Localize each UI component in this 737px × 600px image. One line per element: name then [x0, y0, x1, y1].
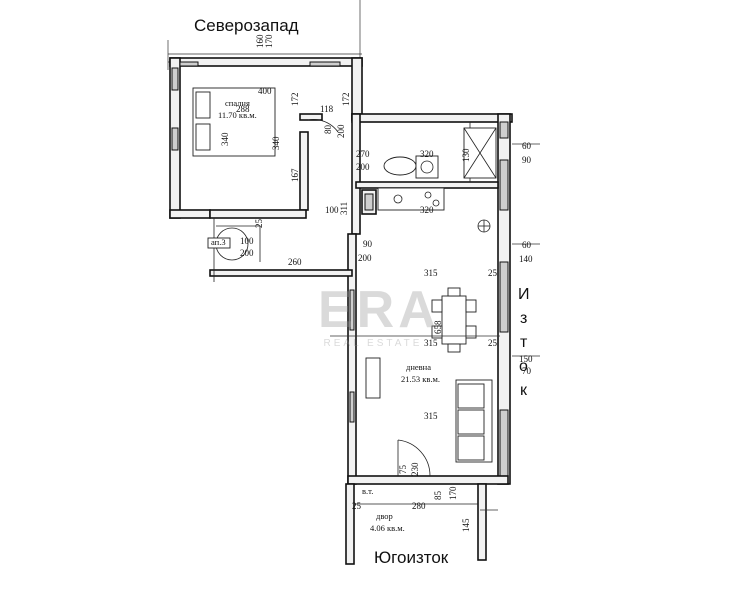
- dimension-label: 100: [325, 205, 339, 215]
- dimension-label: 270: [356, 149, 370, 159]
- living-walls: [209, 218, 509, 485]
- dimension-label: 130: [461, 148, 471, 162]
- dimension-label: 145: [461, 518, 471, 532]
- dimension-label: 260: [288, 257, 302, 267]
- watermark-logo: ERA REAL ESTATE: [318, 281, 440, 349]
- yard-area: 4.06 кв.м.: [370, 523, 405, 533]
- bedroom-name: спалня: [225, 98, 250, 108]
- dimension-label: 80: [323, 125, 333, 135]
- dimension-label: 315: [424, 338, 438, 348]
- dimension-label: 150: [519, 354, 533, 364]
- dimension-label: 170: [448, 486, 458, 500]
- dimension-label: 90: [522, 155, 532, 165]
- dimension-label: 140: [519, 254, 533, 264]
- dimension-label: 658: [433, 320, 443, 334]
- dimension-label: 25: [488, 338, 498, 348]
- dimension-label: 315: [424, 268, 438, 278]
- sofa: [455, 379, 493, 463]
- orientation-southeast-label: Югоизток: [374, 548, 449, 567]
- dimension-label: 280: [412, 501, 426, 511]
- right-dimension-lines: [330, 143, 540, 357]
- dimension-label: 320: [420, 149, 434, 159]
- yard-name: двор: [376, 511, 393, 521]
- dimension-label: 25: [254, 219, 264, 229]
- dimension-label: 25: [352, 501, 362, 511]
- orientation-east-letter: И: [518, 286, 530, 303]
- dimension-label: 200: [336, 124, 346, 138]
- dimension-label: 230: [410, 462, 420, 476]
- dimension-label: 25: [488, 268, 498, 278]
- stair-landing: [207, 225, 261, 262]
- dimension-label: 90: [363, 239, 373, 249]
- living-name: дневна: [406, 362, 431, 372]
- orientation-east-letter: о: [519, 358, 528, 375]
- dimension-label: 118: [320, 104, 334, 114]
- orientation-northwest-label: Северозапад: [194, 16, 299, 35]
- orientation-east-letter: к: [520, 382, 527, 399]
- wc-name: в.т.: [362, 486, 373, 496]
- dimension-label: 320: [420, 205, 434, 215]
- kitchen-counter: [361, 187, 491, 233]
- dimension-label: 85: [433, 491, 443, 501]
- dimension-label: 100: [240, 236, 254, 246]
- dimension-label: 340: [271, 136, 281, 150]
- living-area: 21.53 кв.м.: [401, 374, 440, 384]
- dimension-label: 315: [424, 411, 438, 421]
- watermark-tagline: REAL ESTATE: [323, 338, 423, 349]
- dimension-label: 311: [339, 202, 349, 215]
- dimension-label: 167: [290, 168, 300, 182]
- dimension-label: 200: [358, 253, 372, 263]
- bedroom-inner-walls: [209, 113, 339, 219]
- watermark-logo-text: ERA: [318, 281, 440, 339]
- dimension-label: 200: [356, 162, 370, 172]
- dimension-label: 172: [341, 93, 351, 107]
- dimension-label: 172: [290, 93, 300, 107]
- bedroom-area: 11.70 кв.м.: [218, 110, 257, 120]
- bed: [192, 87, 276, 157]
- dimension-label: 70: [522, 366, 532, 376]
- dimension-label: 400: [258, 86, 272, 96]
- dimension-label: 60: [522, 240, 532, 250]
- stair-tag: ап.3: [211, 237, 226, 247]
- dimension-label: 60: [522, 141, 532, 151]
- dimension-label: 200: [240, 248, 254, 258]
- dimension-label: 288: [236, 104, 250, 114]
- dimension-label: 340: [220, 132, 230, 146]
- orientation-east-letter: з: [520, 310, 528, 327]
- orientation-east-letter: т: [520, 334, 528, 351]
- dimension-label: 170: [264, 34, 274, 48]
- dimension-label: 160: [255, 34, 265, 48]
- yard-walls: [345, 483, 498, 565]
- entrance-door: [397, 439, 431, 477]
- dimension-label: 75: [398, 465, 408, 475]
